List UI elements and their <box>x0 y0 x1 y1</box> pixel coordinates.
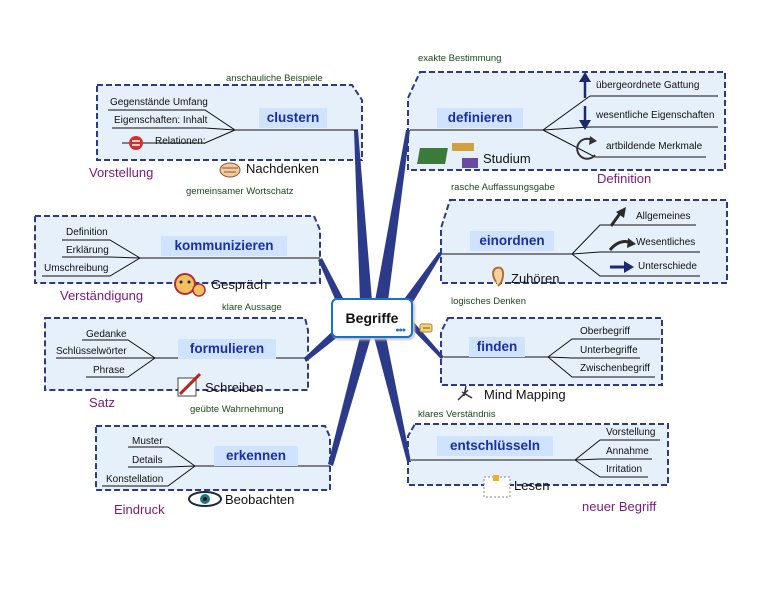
sub-item: Oberbegriff <box>580 326 630 337</box>
sub-item: übergeordnete Gattung <box>596 80 700 91</box>
sub-item: Schlüsselwörter <box>56 346 127 357</box>
trunks <box>304 130 444 466</box>
association-nachdenken: Nachdenken <box>246 161 319 176</box>
pen-icon <box>177 372 202 397</box>
association-gespraech: Gespräch <box>211 277 268 292</box>
relation-icon <box>129 136 143 150</box>
sub-item: Unterbegriffe <box>580 345 638 356</box>
association-mind-mapping: Mind Mapping <box>484 387 566 402</box>
sub-item: Zwischenbegriff <box>580 363 650 374</box>
annotation: klare Aussage <box>222 302 282 313</box>
sub-item: Eigenschaften: Inhalt <box>114 115 208 126</box>
up-right-arrow-icon <box>609 207 626 227</box>
branch-lines <box>42 95 718 487</box>
note-icon <box>419 323 433 333</box>
box-erkennen <box>95 425 331 491</box>
annotation: geübte Wahrnehmung <box>190 404 284 415</box>
sub-item: Wesentliches <box>636 237 696 248</box>
annotation: logisches Denken <box>451 296 526 307</box>
hands-icon <box>219 162 241 178</box>
faces-icon <box>174 273 206 297</box>
sub-item: Vorstellung <box>606 427 656 438</box>
annotation: anschauliche Beispiele <box>226 73 323 84</box>
sub-item: Erklärung <box>66 245 109 256</box>
association-zuhoeren: Zuhören <box>511 271 560 286</box>
curved-arrow-icon <box>608 238 636 251</box>
sub-item: Details <box>132 455 163 466</box>
sub-item: artbildende Merkmale <box>606 141 703 152</box>
branch-clustern: clustern <box>259 108 327 128</box>
center-title: Begriffe <box>345 310 399 326</box>
label-vorstellung: Vorstellung <box>89 165 154 180</box>
down-arrow-icon <box>579 106 591 130</box>
up-arrow-icon <box>579 72 591 98</box>
sub-item: Phrase <box>93 365 125 376</box>
annotation: gemeinsamer Wortschatz <box>186 186 294 197</box>
trunk-entschluesseln <box>374 337 411 462</box>
association-beobachten: Beobachten <box>225 492 295 507</box>
trunk-definieren <box>375 130 410 301</box>
annotation: rasche Auffassungsgabe <box>451 182 555 193</box>
association-lesen: Lesen <box>514 478 550 493</box>
label-eindruck: Eindruck <box>114 502 165 517</box>
sub-item: wesentliche Eigenschaften <box>596 110 715 121</box>
sub-item: Definition <box>66 227 108 238</box>
map-icon <box>457 385 473 401</box>
sub-item: Irritation <box>606 464 643 475</box>
sub-item: Gegenstände Umfang <box>110 97 208 108</box>
association-schreiben: Schreiben <box>205 380 264 395</box>
label-neuer-begriff: neuer Begriff <box>582 499 657 514</box>
trunk-kommunizieren <box>318 258 344 306</box>
branch-erkennen: erkennen <box>214 446 298 466</box>
trunk-finden <box>409 320 444 359</box>
branch-finden: finden <box>469 337 525 357</box>
association-studium: Studium <box>483 151 531 166</box>
trunk-einordnen <box>402 252 442 307</box>
trunk-clustern <box>354 130 372 301</box>
sub-item: Unterschiede <box>638 261 697 272</box>
sub-item: Konstellation <box>106 474 164 485</box>
trunk-erkennen <box>328 337 371 466</box>
label-definition: Definition <box>597 171 652 186</box>
annotation: klares Verständnis <box>418 409 496 420</box>
branch-definieren: definieren <box>437 108 523 128</box>
books-icon <box>417 143 478 168</box>
circle-arrow-icon <box>576 136 597 160</box>
branch-entschluesseln: entschlüsseln <box>437 436 553 456</box>
branch-einordnen: einordnen <box>470 231 554 251</box>
sub-item: Umschreibung <box>44 263 109 274</box>
right-arrow-icon <box>610 261 634 273</box>
center-node: Begriffe ●●● <box>331 298 413 338</box>
branch-formulieren: formulieren <box>178 339 276 359</box>
box-clustern <box>96 84 363 161</box>
dots-icon: ●●● <box>395 327 406 334</box>
label-satz: Satz <box>89 395 116 410</box>
annotation: exakte Bestimmung <box>418 53 502 64</box>
book-icon <box>483 475 511 498</box>
box-finden <box>440 317 663 386</box>
sub-item: Allgemeines <box>636 211 691 222</box>
sub-item: Relationen: <box>155 136 206 147</box>
label-verstaendigung: Verständigung <box>60 288 144 303</box>
branch-kommunizieren: kommunizieren <box>161 236 287 256</box>
trunk-formulieren <box>304 328 339 362</box>
sub-item: Annahme <box>606 446 649 457</box>
eye-icon <box>188 491 222 507</box>
sub-item: Gedanke <box>86 329 127 340</box>
ear-icon <box>492 266 505 287</box>
sub-item: Muster <box>132 436 163 447</box>
